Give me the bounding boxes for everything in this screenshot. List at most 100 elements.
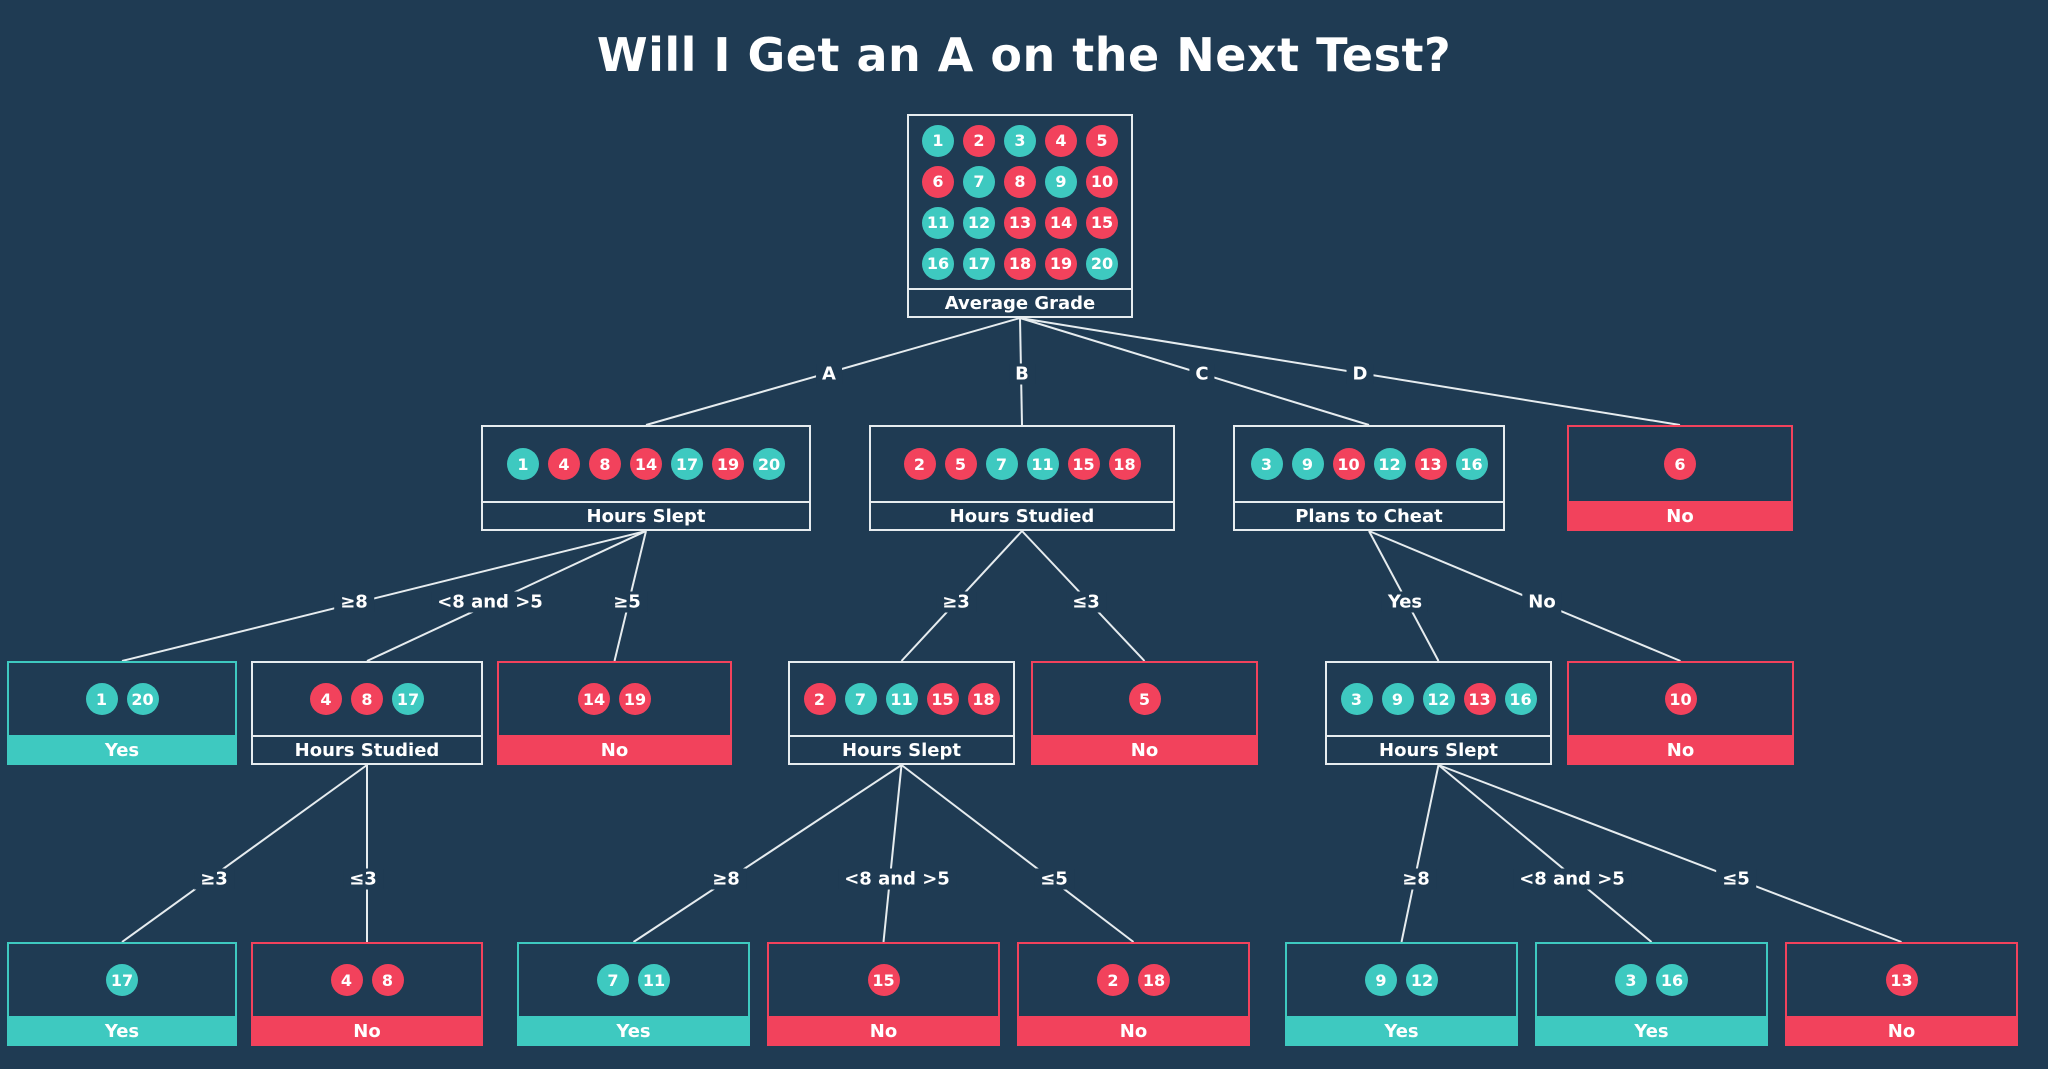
sample-dot-11: 11 [1026, 448, 1059, 480]
edge-label-a-a2: <8 and >5 [431, 591, 549, 613]
edge-label-b1-b1c: ≤5 [1034, 868, 1074, 890]
sample-dot-17: 17 [963, 247, 995, 280]
leaf-outcome-label: No [1787, 1016, 2016, 1044]
edge-b1-b1a [632, 764, 903, 943]
sample-dot-19: 19 [619, 683, 651, 715]
node-samples: 10 [1569, 663, 1792, 735]
sample-dot-3: 3 [1615, 964, 1647, 996]
sample-dot-20: 20 [126, 683, 159, 715]
sample-dot-20: 20 [753, 448, 785, 480]
leaf-outcome-label: No [769, 1016, 998, 1044]
edge-label-root-a: A [816, 363, 842, 385]
sample-dot-7: 7 [844, 683, 877, 715]
sample-dot-9: 9 [1381, 683, 1414, 715]
node-samples: 15 [769, 944, 998, 1016]
edge-label-b1-b1a: ≥8 [706, 868, 746, 890]
leaf-outcome-label: Yes [9, 735, 235, 763]
sample-dot-17: 17 [392, 683, 424, 715]
sample-dot-4: 4 [548, 448, 580, 480]
sample-dot-7: 7 [963, 165, 995, 198]
sample-dot-5: 5 [1086, 124, 1118, 157]
sample-dot-13: 13 [1463, 683, 1496, 715]
node-samples: 6 [1569, 427, 1791, 501]
edge-label-a2-a2b: ≤3 [343, 868, 383, 890]
edge-c1-c1b [1437, 764, 1653, 943]
sample-dot-2: 2 [963, 124, 995, 157]
leaf-outcome-label: Yes [9, 1016, 235, 1044]
sample-dot-5: 5 [944, 448, 977, 480]
sample-dot-8: 8 [1004, 165, 1036, 198]
split-feature-label: Hours Slept [1327, 735, 1550, 763]
sample-dot-9: 9 [1365, 964, 1397, 996]
sample-dot-14: 14 [1045, 206, 1077, 239]
sample-dot-13: 13 [1885, 964, 1918, 996]
sample-dot-8: 8 [351, 683, 383, 715]
split-feature-label: Hours Studied [253, 735, 481, 763]
leaf-outcome-label: No [253, 1016, 481, 1044]
sample-dot-11: 11 [885, 683, 918, 715]
sample-dot-10: 10 [1332, 448, 1365, 480]
split-feature-label: Hours Slept [790, 735, 1013, 763]
sample-dot-14: 14 [630, 448, 662, 480]
edge-label-root-c: C [1189, 363, 1215, 385]
sample-dot-11: 11 [638, 964, 670, 996]
node-samples: 17 [9, 944, 235, 1016]
edge-label-c1-c1c: ≤5 [1716, 868, 1756, 890]
edge-label-a-a1: ≥8 [334, 591, 374, 613]
sample-dot-4: 4 [1045, 124, 1077, 157]
node-samples: 3 16 [1537, 944, 1766, 1016]
sample-dot-4: 4 [310, 683, 342, 715]
sample-dot-9: 9 [1045, 165, 1077, 198]
leaf-outcome-label: No [1569, 735, 1792, 763]
sample-dot-19: 19 [712, 448, 744, 480]
edge-label-c-c1: Yes [1381, 591, 1429, 613]
sample-dot-16: 16 [922, 247, 954, 280]
leaf-outcome-label: Yes [519, 1016, 748, 1044]
sample-dot-10: 10 [1086, 165, 1118, 198]
sample-dot-6: 6 [922, 165, 954, 198]
edge-label-b1-b1b: <8 and >5 [838, 868, 956, 890]
sample-dot-17: 17 [671, 448, 703, 480]
sample-dot-16: 16 [1455, 448, 1488, 480]
edge-c1-c1c [1438, 764, 1902, 943]
sample-dot-15: 15 [1067, 448, 1100, 480]
sample-dot-12: 12 [1373, 448, 1406, 480]
sample-dot-18: 18 [1108, 448, 1141, 480]
sample-dot-2: 2 [903, 448, 936, 480]
edge-label-c1-c1a: ≥8 [1396, 868, 1436, 890]
sample-dot-16: 16 [1504, 683, 1537, 715]
sample-dot-16: 16 [1656, 964, 1688, 996]
sample-dot-4: 4 [330, 964, 363, 996]
sample-dot-5: 5 [1128, 683, 1161, 715]
leaf-outcome-label: Yes [1537, 1016, 1766, 1044]
edge-label-b-b1: ≥3 [936, 591, 976, 613]
sample-dot-3: 3 [1340, 683, 1373, 715]
edge-a2-a2a [121, 764, 368, 943]
node-samples: 14 19 [499, 663, 730, 735]
edge-label-c-c2: No [1522, 591, 1562, 613]
sample-dot-6: 6 [1664, 448, 1696, 480]
leaf-outcome-label: No [1569, 501, 1791, 529]
sample-dot-14: 14 [578, 683, 610, 715]
leaf-outcome-label: No [1033, 735, 1256, 763]
sample-dot-19: 19 [1045, 247, 1077, 280]
sample-dot-13: 13 [1414, 448, 1447, 480]
sample-dot-10: 10 [1664, 683, 1697, 715]
